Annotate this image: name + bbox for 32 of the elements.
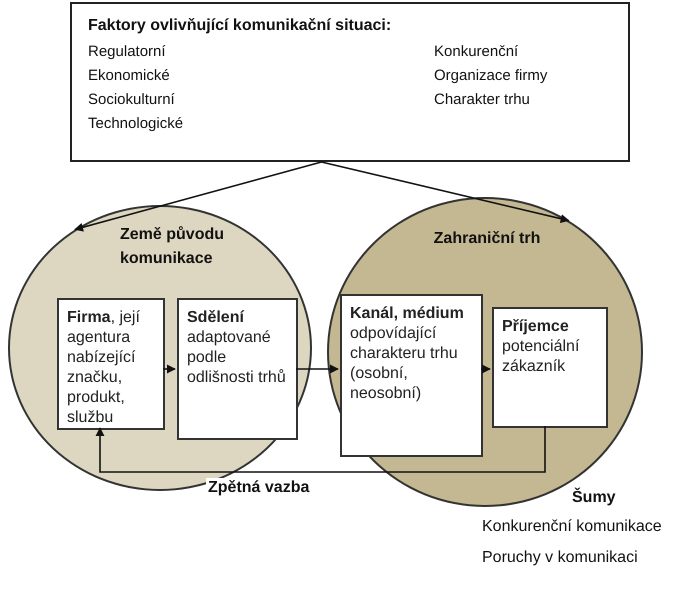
factor-item: Charakter trhu xyxy=(434,90,530,110)
arrow xyxy=(321,161,570,224)
region-heading: Zahraniční trh xyxy=(432,229,542,249)
noise-item: Konkurenční komunikace xyxy=(482,517,662,537)
factor-item: Regulatorní xyxy=(88,42,166,62)
box-heading: Kanál, médium xyxy=(350,304,465,324)
noise-item: Poruchy v komunikaci xyxy=(482,548,638,568)
factors-box xyxy=(70,2,630,162)
process-box xyxy=(177,298,298,440)
box-text: Firma, její agentura nabízející značku, produkt, službu xyxy=(67,308,141,428)
region-heading: Země původu komunikace xyxy=(120,225,226,269)
box-heading: Příjemce xyxy=(502,317,570,337)
edge-label: Zpětná vazba xyxy=(206,478,312,498)
factor-item: Ekonomické xyxy=(88,66,170,86)
process-box xyxy=(57,298,165,430)
box-heading: Sdělení xyxy=(187,308,246,328)
arrow xyxy=(74,161,322,232)
box-text: potenciální zákazník xyxy=(502,337,580,377)
arrow xyxy=(296,364,339,374)
factor-item: Sociokulturní xyxy=(88,90,175,110)
arrow xyxy=(163,364,176,374)
arrow xyxy=(96,426,546,473)
box-text: adaptované podle odlišnosti trhů xyxy=(187,328,287,388)
box-text: odpovídající charakteru trhu (osobní, neosobní) xyxy=(350,324,459,404)
factor-item: Organizace firmy xyxy=(434,66,548,86)
process-box xyxy=(492,307,608,428)
factor-item: Konkurenční xyxy=(434,42,518,62)
arrow xyxy=(481,364,491,374)
factor-item: Technologické xyxy=(88,114,184,134)
box-heading: Faktory ovlivňující komunikační situaci: xyxy=(88,16,392,36)
noise-heading: Šumy xyxy=(572,487,616,508)
process-box xyxy=(340,294,483,457)
